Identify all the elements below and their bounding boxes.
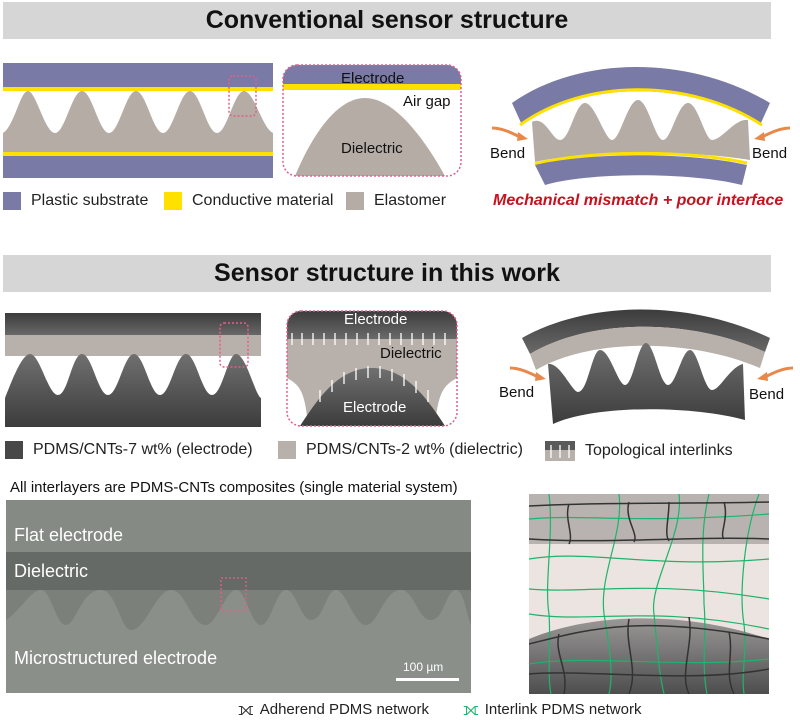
elastomer-pyramids <box>3 91 273 153</box>
bend-arrow-left-2 <box>509 366 546 381</box>
bottom-substrate <box>3 156 273 178</box>
top-conductor <box>3 87 273 91</box>
legend-swatch <box>278 441 296 459</box>
legend-topological-interlinks: Topological interlinks <box>545 441 733 461</box>
legend-swatch <box>3 192 21 210</box>
interlink-network-icon: ⟗ <box>463 699 479 719</box>
section1-title: Conventional sensor structure <box>205 6 569 34</box>
bend-arrow-right-2 <box>757 366 794 381</box>
legend-conductive-material: Conductive material <box>164 192 333 210</box>
sem-label-microstructured-electrode: Microstructured electrode <box>14 648 218 668</box>
adherend-network-icon: ⟗ <box>238 699 254 719</box>
section2-heading: Sensor structure in this work <box>3 255 771 292</box>
network-schematic <box>529 494 769 694</box>
conventional-stack-diagram <box>3 63 273 178</box>
legend-adherend-network: ⟗ Adherend PDMS network <box>238 699 429 719</box>
bend-arrow-right-1 <box>754 126 791 141</box>
sem-flat-electrode-region <box>6 500 471 552</box>
legend-dielectric-composite: PDMS/CNTs-2 wt% (dielectric) <box>278 441 523 459</box>
zoom-label-electrode-top: Electrode <box>344 311 408 328</box>
sem-dielectric-region <box>6 552 471 590</box>
bend-label-right-1: Bend <box>752 145 788 162</box>
bottom-conductor <box>3 152 273 156</box>
sem-microstructure <box>6 590 471 693</box>
this-work-stack-diagram <box>5 313 261 427</box>
this-work-bent-diagram <box>522 309 770 424</box>
bend-label-left-1: Bend <box>490 145 526 162</box>
section2-title: Sensor structure in this work <box>214 259 560 287</box>
zoom-label-dielectric: Dielectric <box>341 140 403 157</box>
mismatch-caption: Mechanical mismatch + poor interface <box>493 192 784 209</box>
legend-swatch <box>164 192 182 210</box>
legend-plastic-substrate: Plastic substrate <box>3 192 148 210</box>
legend-elastomer: Elastomer <box>346 192 446 210</box>
legend-swatch <box>5 441 23 459</box>
conventional-diagrams <box>3 63 770 185</box>
sem-label-flat-electrode: Flat electrode <box>14 525 124 545</box>
conventional-zoom-diagram <box>282 64 462 177</box>
zoom-label-electrode-bottom: Electrode <box>343 399 407 416</box>
bend-label-right-2: Bend <box>749 386 785 403</box>
scale-bar <box>396 678 459 681</box>
interlink-network <box>529 494 769 694</box>
this-work-zoom-diagram <box>286 310 458 427</box>
legend-electrode-composite: PDMS/CNTs-7 wt% (electrode) <box>5 441 253 459</box>
top-substrate <box>3 63 273 88</box>
legend-swatch <box>346 192 364 210</box>
this-work-diagrams <box>5 309 770 427</box>
sem-label-dielectric: Dielectric <box>14 561 89 581</box>
interlink-markers <box>291 333 446 402</box>
legend-interlink-network: ⟗ Interlink PDMS network <box>463 699 642 719</box>
zoom-label-electrode: Electrode <box>341 70 405 87</box>
sem-highlight-box <box>220 577 247 612</box>
section1-heading: Conventional sensor structure <box>3 2 771 39</box>
adherend-network <box>529 501 769 694</box>
zoom-label-air-gap: Air gap <box>403 93 451 110</box>
bend-label-left-2: Bend <box>499 384 535 401</box>
scale-bar-label: 100 µm <box>403 660 444 674</box>
bend-arrow-left-1 <box>491 126 528 141</box>
conventional-bent-diagram <box>512 67 770 185</box>
interlink-legend-icon <box>545 441 575 461</box>
highlight-box <box>228 75 257 117</box>
sem-caption: All interlayers are PDMS-CNTs composites… <box>10 479 458 496</box>
sem-image: Flat electrode Dielectric Microstructure… <box>6 500 471 693</box>
zoom-label-dielectric-2: Dielectric <box>380 345 442 362</box>
